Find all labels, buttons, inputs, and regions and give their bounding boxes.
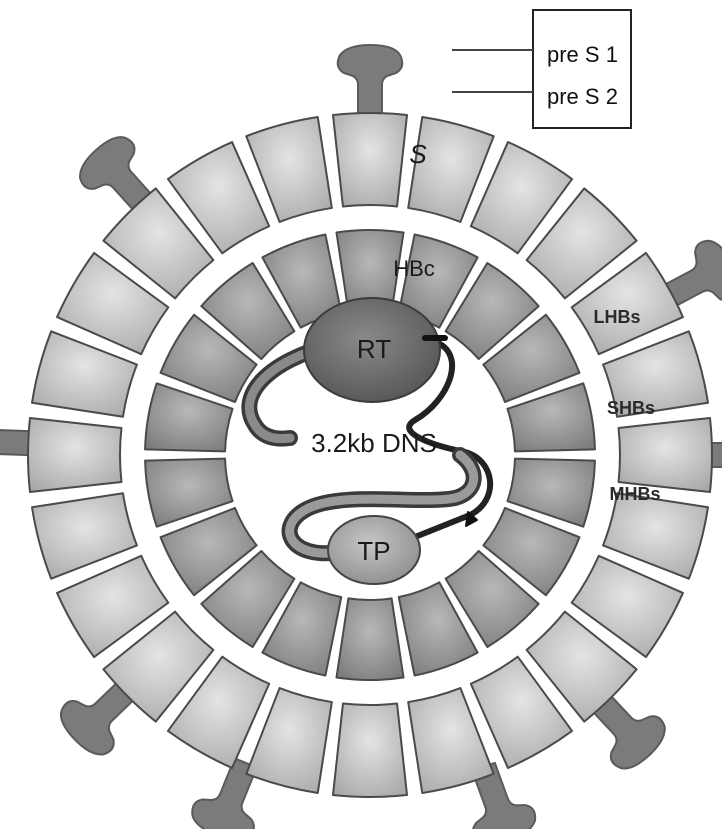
- label-s: S: [409, 139, 427, 169]
- spike: [338, 45, 403, 123]
- envelope-segment: [333, 113, 407, 206]
- envelope-segment: [333, 704, 407, 797]
- pre-s-legend: pre S 1 pre S 2: [452, 10, 631, 128]
- label-tp: TP: [357, 536, 390, 566]
- envelope-segment: [28, 418, 121, 492]
- capsid-segment: [336, 598, 403, 680]
- label-shbs: SHBs: [607, 398, 655, 418]
- envelope-segment: [619, 418, 712, 492]
- label-lhbs: LHBs: [593, 307, 640, 327]
- label-pre-s2: pre S 2: [547, 84, 618, 109]
- label-mhbs: MHBs: [609, 484, 660, 504]
- label-hbc: HBc: [393, 256, 435, 281]
- label-dna: 3.2kb DNS: [311, 428, 437, 458]
- label-rt: RT: [357, 334, 391, 364]
- label-pre-s1: pre S 1: [547, 42, 618, 67]
